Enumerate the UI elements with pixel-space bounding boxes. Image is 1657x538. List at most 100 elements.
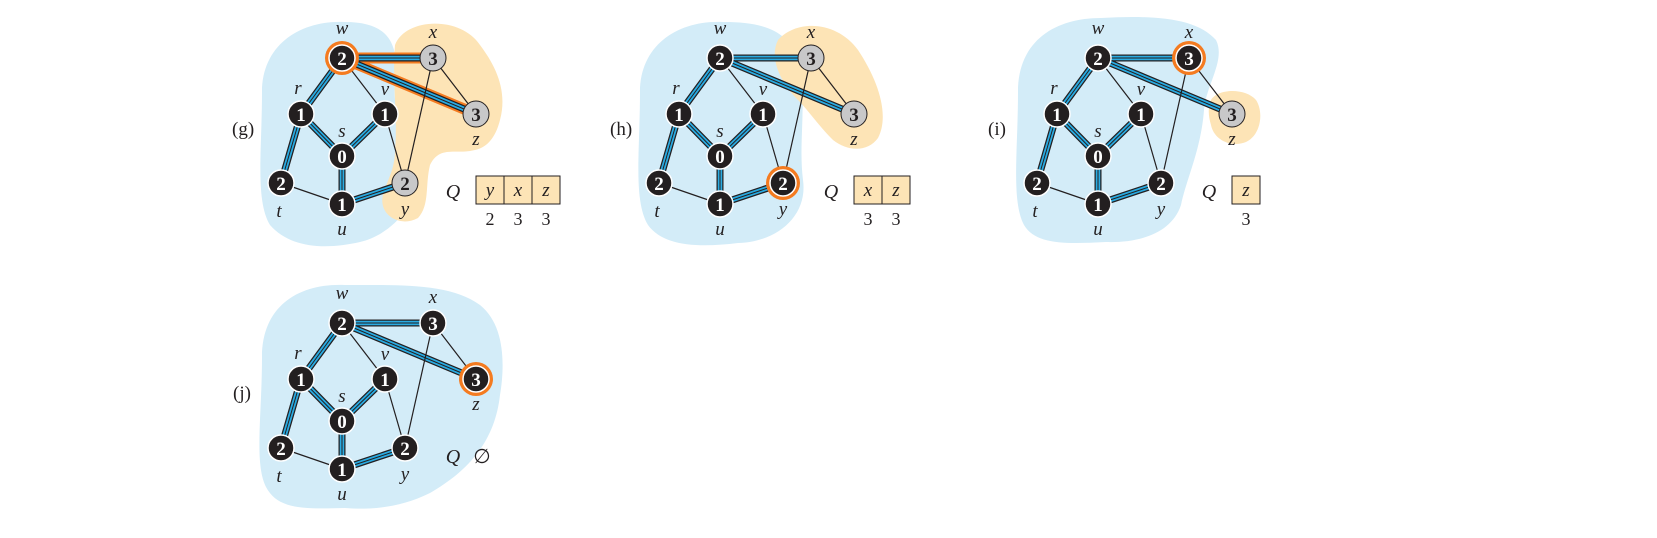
vertex-label-x: x [428,287,438,308]
node-circle [419,44,447,72]
queue-cell [531,175,561,205]
node-u: 1 [328,190,356,218]
node-distance: 1 [1136,105,1146,126]
node-v: 1 [371,100,399,128]
vertex-label-z: z [849,129,858,150]
node-circle [1043,100,1071,128]
node-distance: 1 [674,105,684,126]
node-distance: 2 [276,174,286,195]
vertex-label-x: x [806,22,816,43]
vertex-label-r: r [672,78,680,99]
node-v: 1 [1127,100,1155,128]
vertex-label-y: y [399,199,410,220]
node-circle [371,365,399,393]
queue-cell-vertex: x [863,180,873,201]
vertex-label-u: u [1093,219,1103,240]
vertex-label-w: w [336,283,349,304]
node-r: 1 [287,365,315,393]
vertex-label-v: v [381,79,390,100]
edge-x-y [1160,57,1190,184]
queue-label: Q [446,446,461,468]
node-circle [328,407,356,435]
node-circle [287,100,315,128]
queue-cell-vertex: z [1241,180,1250,201]
queue-cell-distance: 3 [892,209,901,229]
node-circle [328,190,356,218]
vertex-label-x: x [428,22,438,43]
node-t: 2 [1023,169,1051,197]
vertex-label-r: r [1050,78,1058,99]
node-distance: 3 [471,105,481,126]
vertex-label-w: w [1092,18,1105,39]
node-z: 3 [462,100,490,128]
node-circle [1084,44,1112,72]
node-circle [462,100,490,128]
node-circle [328,309,356,337]
node-distance: 2 [1032,174,1042,195]
queue-cell-vertex: y [484,180,495,201]
node-circle [749,100,777,128]
node-circle [706,44,734,72]
node-circle [665,100,693,128]
node-t: 2 [645,169,673,197]
node-distance: 0 [1093,147,1103,168]
node-distance: 3 [806,49,816,70]
node-distance: 1 [337,460,347,481]
tree-edge-core-w-z [1097,57,1233,115]
queue-cell-distance: 2 [486,209,495,229]
vertex-label-u: u [715,219,725,240]
vertex-label-t: t [1032,201,1038,222]
tree-edge-core-w-z [719,57,855,115]
node-y: 2 [766,166,800,200]
node-distance: 0 [337,147,347,168]
vertex-label-r: r [294,343,302,364]
vertex-label-s: s [716,121,723,142]
queue-cell-vertex: z [891,180,900,201]
node-w: 2 [706,44,734,72]
queue-label: Q [446,181,461,203]
vertex-label-s: s [1094,121,1101,142]
node-circle [706,190,734,218]
node-x: 3 [1172,41,1206,75]
vertex-label-w: w [336,18,349,39]
node-z: 3 [840,100,868,128]
queue-cell [475,175,505,205]
node-t: 2 [267,434,295,462]
vertex-label-s: s [338,121,345,142]
queue-label: Q [1202,181,1217,203]
node-circle [769,169,797,197]
node-v: 1 [749,100,777,128]
node-s: 0 [328,142,356,170]
node-distance: 2 [1156,174,1166,195]
node-t: 2 [267,169,295,197]
tree-edge-core-w-z [341,322,477,380]
queue-cell-distance: 3 [514,209,523,229]
queue-cell-vertex: z [541,180,550,201]
node-circle [1218,100,1246,128]
node-r: 1 [287,100,315,128]
queue-cell-distance: 3 [864,209,873,229]
node-distance: 0 [337,412,347,433]
vertex-label-u: u [337,219,347,240]
node-distance: 1 [380,370,390,391]
node-distance: 2 [778,174,788,195]
node-distance: 2 [400,439,410,460]
vertex-label-w: w [714,18,727,39]
node-circle [1127,100,1155,128]
node-distance: 3 [428,49,438,70]
visited-region [259,284,503,509]
node-circle [1175,44,1203,72]
node-distance: 1 [1052,105,1062,126]
node-w: 2 [328,309,356,337]
node-x: 3 [419,309,447,337]
vertex-label-x: x [1184,22,1194,43]
node-distance: 3 [428,314,438,335]
node-r: 1 [1043,100,1071,128]
node-circle [267,434,295,462]
node-distance: 3 [1184,49,1194,70]
node-distance: 2 [337,49,347,70]
